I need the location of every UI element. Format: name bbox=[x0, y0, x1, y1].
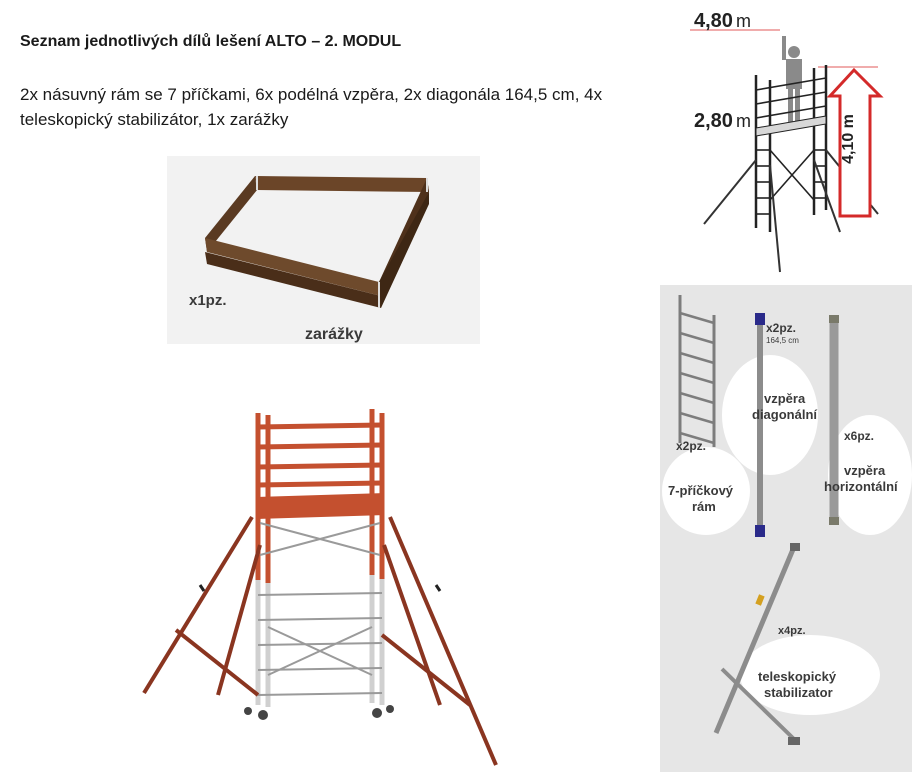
height-diagram-image bbox=[690, 29, 884, 273]
horizontal-count: x6pz. bbox=[844, 429, 875, 443]
top-level-value: 4,80 bbox=[694, 10, 733, 32]
platform-level-unit: m bbox=[736, 111, 751, 131]
diagonal-label-2: diagonální bbox=[752, 407, 817, 422]
horizontal-label-2: horizontální bbox=[824, 479, 898, 494]
scaffold-image bbox=[142, 409, 498, 766]
stabilizer-count: x4pz. bbox=[778, 625, 806, 637]
document-title: Seznam jednotlivých dílů lešení ALTO – 2… bbox=[20, 33, 402, 50]
parts-description: 2x násuvný rám se 7 příčkami, 6x podélná… bbox=[20, 85, 603, 129]
diagonal-length: 164,5 cm bbox=[766, 336, 799, 345]
toe-board-image bbox=[205, 176, 429, 308]
diagonal-label-1: vzpěra bbox=[764, 391, 806, 406]
working-height-label: 4,10 m bbox=[839, 114, 857, 164]
horizontal-label-1: vzpěra bbox=[844, 463, 886, 478]
height-diagram: 4,80 m 2,80 m 4,10 m bbox=[690, 0, 890, 280]
parts-panel: x2pz. 7-příčkový rám x2pz. 164,5 cm vzpě… bbox=[660, 285, 912, 772]
toe-board-figure: x1pz. zarážky bbox=[167, 156, 480, 344]
platform-level-value: 2,80 bbox=[694, 110, 733, 132]
diagonal-count: x2pz. bbox=[766, 321, 797, 335]
toe-board-count: x1pz. bbox=[189, 292, 227, 309]
top-level-unit: m bbox=[736, 11, 751, 31]
stabilizer-label-1: teleskopický bbox=[758, 669, 837, 684]
toe-board-label: zarážky bbox=[305, 326, 363, 343]
parts-panel-image bbox=[662, 295, 912, 745]
scaffold-illustration bbox=[140, 405, 520, 770]
stabilizer-label-2: stabilizator bbox=[764, 685, 833, 700]
frame-label-2: rám bbox=[692, 499, 716, 514]
frame-count: x2pz. bbox=[676, 439, 707, 453]
frame-label-1: 7-příčkový bbox=[668, 483, 734, 498]
